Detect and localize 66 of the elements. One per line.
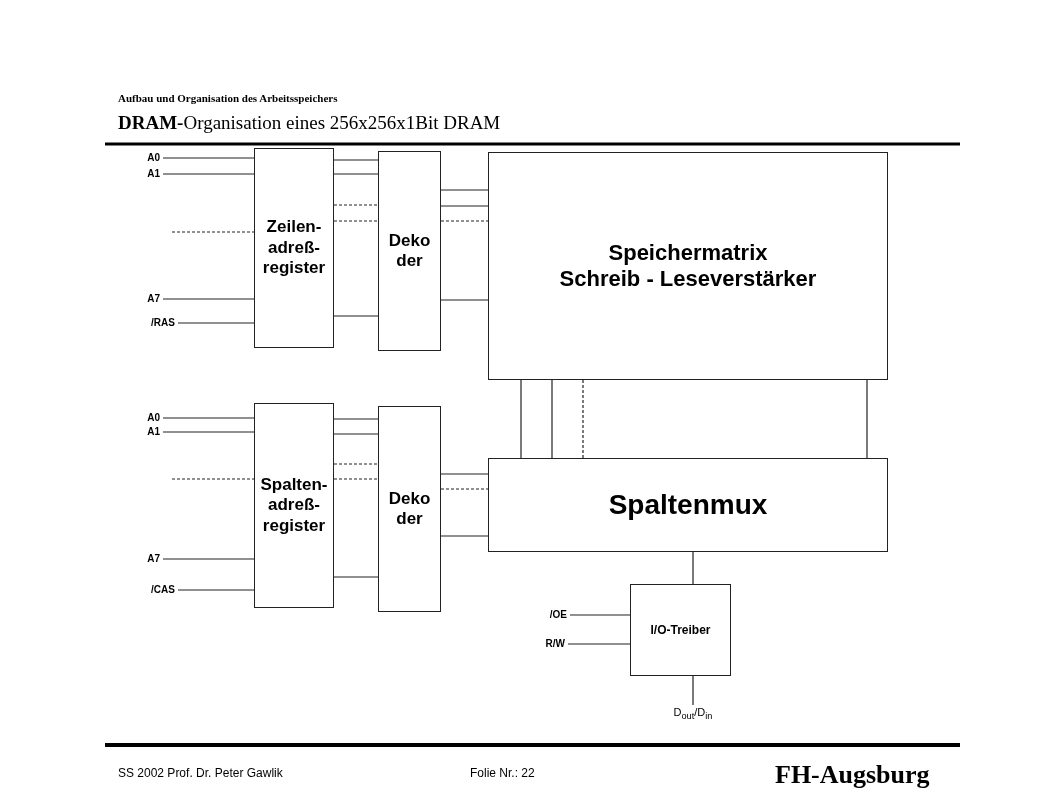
signal-line [567,643,631,645]
signal-label: /CAS [140,583,175,597]
signal-line [162,157,255,159]
signal-line [333,315,379,317]
signal-label: A0 [130,411,160,425]
signal-line [177,322,255,324]
slide-title: DRAM-Organisation eines 256x256x1Bit DRAM [118,112,501,134]
signal-label: A7 [130,292,160,306]
footer-text: Folie Nr.: 22 [470,766,535,780]
section-heading: Aufbau und Organisation des Arbeitsspeichers [118,92,338,104]
register-box [254,403,334,608]
signal-line [333,433,379,435]
signal-label: R/W [530,637,565,651]
box-label: Schreib - Leseverstärker [559,266,817,293]
signal-line [692,551,694,585]
institution-name: FH-Augsburg [775,760,930,790]
signal-line [333,418,379,420]
signal-label: /OE [530,608,567,622]
decoder-box [378,151,441,351]
signal-line [333,463,379,465]
signal-line [162,431,255,433]
signal-label: A1 [130,167,160,181]
box-label: I/O-Treiber [650,622,711,638]
signal-line [440,205,489,207]
signal-line [440,535,489,537]
signal-line [440,189,489,191]
signal-line [333,204,379,206]
signal-label: D$_{out}$/D$_{in}$ [663,705,723,723]
signal-line [333,159,379,161]
signal-line [162,173,255,175]
register-box [254,148,334,348]
box-label: Spalten- adreß- register [259,474,329,537]
box-label: Deko der [387,488,432,530]
signal-label: A1 [130,425,160,439]
box-label: Spaltenmux [608,488,768,522]
memory-matrix-box [488,152,888,380]
signal-line [520,379,522,459]
signal-label: A0 [130,151,160,165]
signal-line [582,379,584,459]
signal-line [692,675,694,706]
box-label: Deko der [387,230,432,272]
signal-line [171,478,255,480]
signal-label: /RAS [140,316,175,330]
signal-line [333,478,379,480]
signal-line [440,473,489,475]
signal-line [440,220,489,222]
signal-line [171,231,255,233]
signal-line [177,589,255,591]
signal-line [569,614,631,616]
multiplexer-box [488,458,888,552]
signal-line [162,417,255,419]
signal-line [551,379,553,459]
driver-box [630,584,731,676]
signal-line [333,173,379,175]
signal-line [333,220,379,222]
signal-line [162,558,255,560]
box-label: Zeilen- adreß- register [261,217,327,279]
signal-line [333,576,379,578]
signal-line [866,379,868,459]
signal-label: A7 [130,552,160,566]
signal-line [440,299,489,301]
footer-text: SS 2002 Prof. Dr. Peter Gawlik [118,766,283,780]
signal-line [440,488,489,490]
signal-line [162,298,255,300]
decoder-box [378,406,441,612]
box-label: Speichermatrix [608,239,768,266]
